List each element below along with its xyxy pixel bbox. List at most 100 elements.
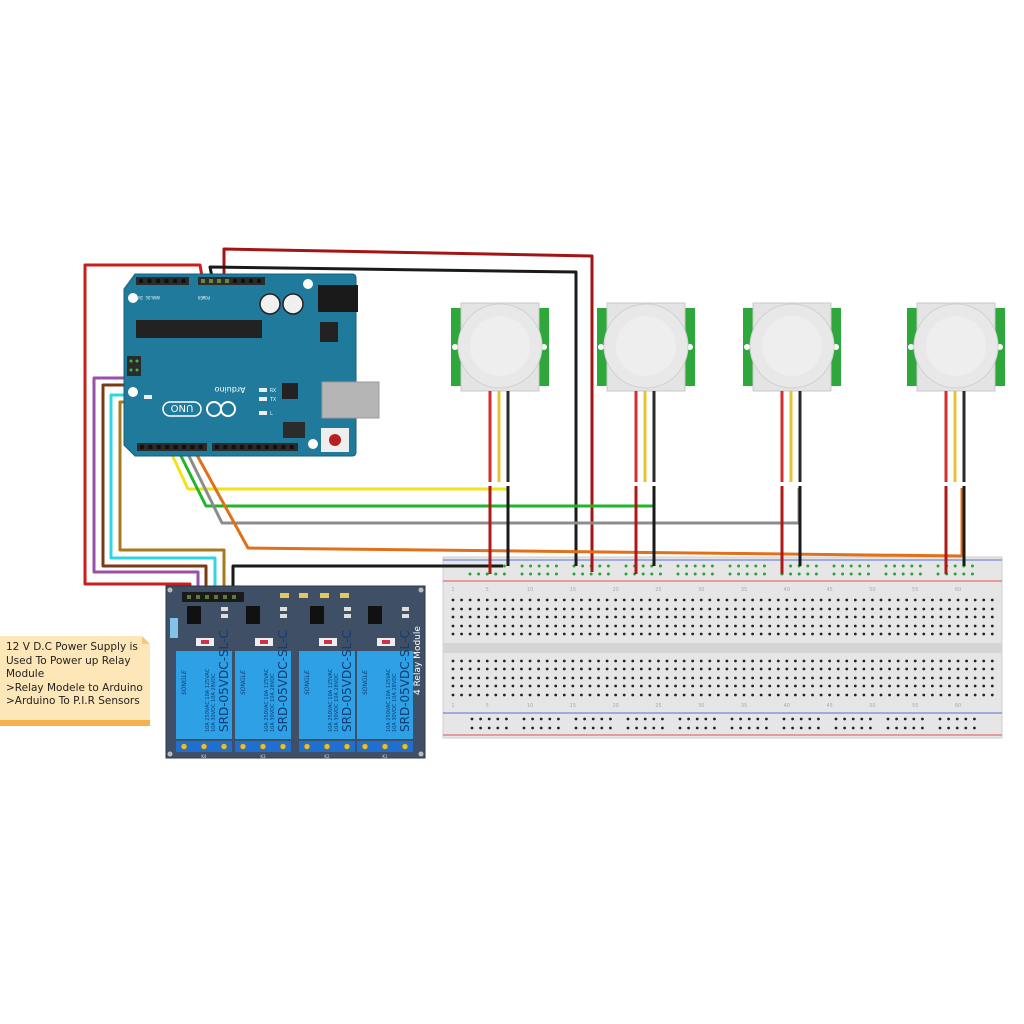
- breadboard-hole[interactable]: [502, 676, 506, 680]
- breadboard-hole[interactable]: [511, 693, 515, 697]
- breadboard-hole[interactable]: [528, 684, 532, 688]
- breadboard-hole[interactable]: [605, 615, 609, 619]
- rail-hole[interactable]: [693, 572, 697, 576]
- breadboard-hole[interactable]: [665, 607, 669, 611]
- breadboard-hole[interactable]: [922, 684, 926, 688]
- breadboard-hole[interactable]: [468, 615, 472, 619]
- rail-hole[interactable]: [921, 726, 924, 730]
- breadboard-hole[interactable]: [588, 607, 592, 611]
- breadboard-hole[interactable]: [562, 659, 566, 663]
- rail-hole[interactable]: [912, 717, 916, 721]
- breadboard-hole[interactable]: [622, 607, 626, 611]
- breadboard-hole[interactable]: [879, 632, 883, 636]
- breadboard-hole[interactable]: [811, 615, 814, 619]
- breadboard-hole[interactable]: [871, 598, 874, 602]
- rail-hole[interactable]: [643, 717, 647, 721]
- digital-pin[interactable]: [273, 445, 278, 449]
- rail-hole[interactable]: [762, 572, 766, 576]
- breadboard-hole[interactable]: [776, 607, 780, 611]
- breadboard-hole[interactable]: [956, 615, 960, 619]
- breadboard-hole[interactable]: [485, 624, 489, 628]
- breadboard-hole[interactable]: [845, 693, 849, 697]
- breadboard-hole[interactable]: [562, 632, 566, 636]
- breadboard-hole[interactable]: [631, 684, 635, 688]
- breadboard-hole[interactable]: [845, 667, 849, 671]
- breadboard-hole[interactable]: [905, 598, 909, 602]
- breadboard-hole[interactable]: [657, 615, 660, 619]
- breadboard-hole[interactable]: [502, 693, 506, 697]
- breadboard-hole[interactable]: [597, 607, 600, 611]
- terminal-screw[interactable]: [239, 743, 247, 750]
- breadboard-hole[interactable]: [460, 676, 463, 680]
- breadboard-hole[interactable]: [502, 667, 506, 671]
- breadboard-hole[interactable]: [973, 598, 977, 602]
- breadboard-hole[interactable]: [494, 684, 498, 688]
- breadboard-hole[interactable]: [973, 693, 977, 697]
- breadboard-hole[interactable]: [785, 676, 789, 680]
- breadboard-hole[interactable]: [639, 659, 643, 663]
- breadboard-hole[interactable]: [896, 667, 900, 671]
- breadboard-hole[interactable]: [699, 598, 703, 602]
- breadboard-hole[interactable]: [571, 676, 575, 680]
- breadboard-hole[interactable]: [768, 624, 772, 628]
- breadboard-hole[interactable]: [537, 607, 540, 611]
- breadboard-hole[interactable]: [888, 693, 891, 697]
- rail-hole[interactable]: [710, 572, 714, 576]
- breadboard-hole[interactable]: [759, 624, 763, 628]
- breadboard-hole[interactable]: [939, 659, 943, 663]
- breadboard-hole[interactable]: [785, 659, 789, 663]
- breadboard-hole[interactable]: [734, 624, 737, 628]
- breadboard-hole[interactable]: [973, 624, 977, 628]
- breadboard-hole[interactable]: [657, 693, 660, 697]
- rail-hole[interactable]: [869, 726, 872, 730]
- breadboard-hole[interactable]: [759, 632, 763, 636]
- rail-hole[interactable]: [903, 726, 907, 730]
- breadboard-hole[interactable]: [691, 598, 695, 602]
- breadboard-hole[interactable]: [913, 684, 917, 688]
- breadboard-hole[interactable]: [879, 667, 883, 671]
- breadboard-hole[interactable]: [451, 684, 455, 688]
- analog-pin[interactable]: [164, 279, 169, 283]
- breadboard-hole[interactable]: [648, 615, 652, 619]
- breadboard-hole[interactable]: [605, 607, 609, 611]
- rail-hole[interactable]: [765, 726, 768, 730]
- rail-hole[interactable]: [574, 726, 578, 730]
- breadboard-hole[interactable]: [913, 615, 917, 619]
- rail-hole[interactable]: [479, 726, 482, 730]
- breadboard-hole[interactable]: [725, 598, 729, 602]
- rail-hole[interactable]: [737, 564, 741, 568]
- rail-hole[interactable]: [522, 726, 526, 730]
- rail-hole[interactable]: [583, 717, 586, 721]
- breadboard-hole[interactable]: [691, 693, 695, 697]
- rail-hole[interactable]: [676, 572, 680, 576]
- breadboard-hole[interactable]: [528, 659, 532, 663]
- rail-hole[interactable]: [745, 564, 749, 568]
- breadboard-hole[interactable]: [862, 693, 866, 697]
- rail-hole[interactable]: [849, 572, 853, 576]
- breadboard-hole[interactable]: [588, 676, 592, 680]
- rail-hole[interactable]: [470, 726, 474, 730]
- breadboard-hole[interactable]: [588, 624, 592, 628]
- breadboard-hole[interactable]: [982, 659, 986, 663]
- rail-hole[interactable]: [895, 717, 898, 721]
- breadboard-hole[interactable]: [973, 632, 977, 636]
- breadboard-hole[interactable]: [913, 598, 917, 602]
- breadboard-hole[interactable]: [836, 607, 840, 611]
- breadboard-hole[interactable]: [554, 624, 558, 628]
- breadboard-hole[interactable]: [956, 659, 960, 663]
- rail-hole[interactable]: [970, 572, 974, 576]
- breadboard-hole[interactable]: [502, 607, 506, 611]
- breadboard-hole[interactable]: [485, 598, 489, 602]
- breadboard-hole[interactable]: [751, 693, 754, 697]
- breadboard-hole[interactable]: [751, 659, 754, 663]
- breadboard-hole[interactable]: [631, 624, 635, 628]
- breadboard-hole[interactable]: [965, 667, 968, 671]
- breadboard-hole[interactable]: [528, 676, 532, 680]
- breadboard-hole[interactable]: [691, 667, 695, 671]
- breadboard-hole[interactable]: [580, 632, 583, 636]
- rail-hole[interactable]: [841, 564, 845, 568]
- breadboard-hole[interactable]: [494, 693, 498, 697]
- rail-hole[interactable]: [678, 726, 682, 730]
- breadboard-hole[interactable]: [605, 624, 609, 628]
- rail-hole[interactable]: [624, 572, 628, 576]
